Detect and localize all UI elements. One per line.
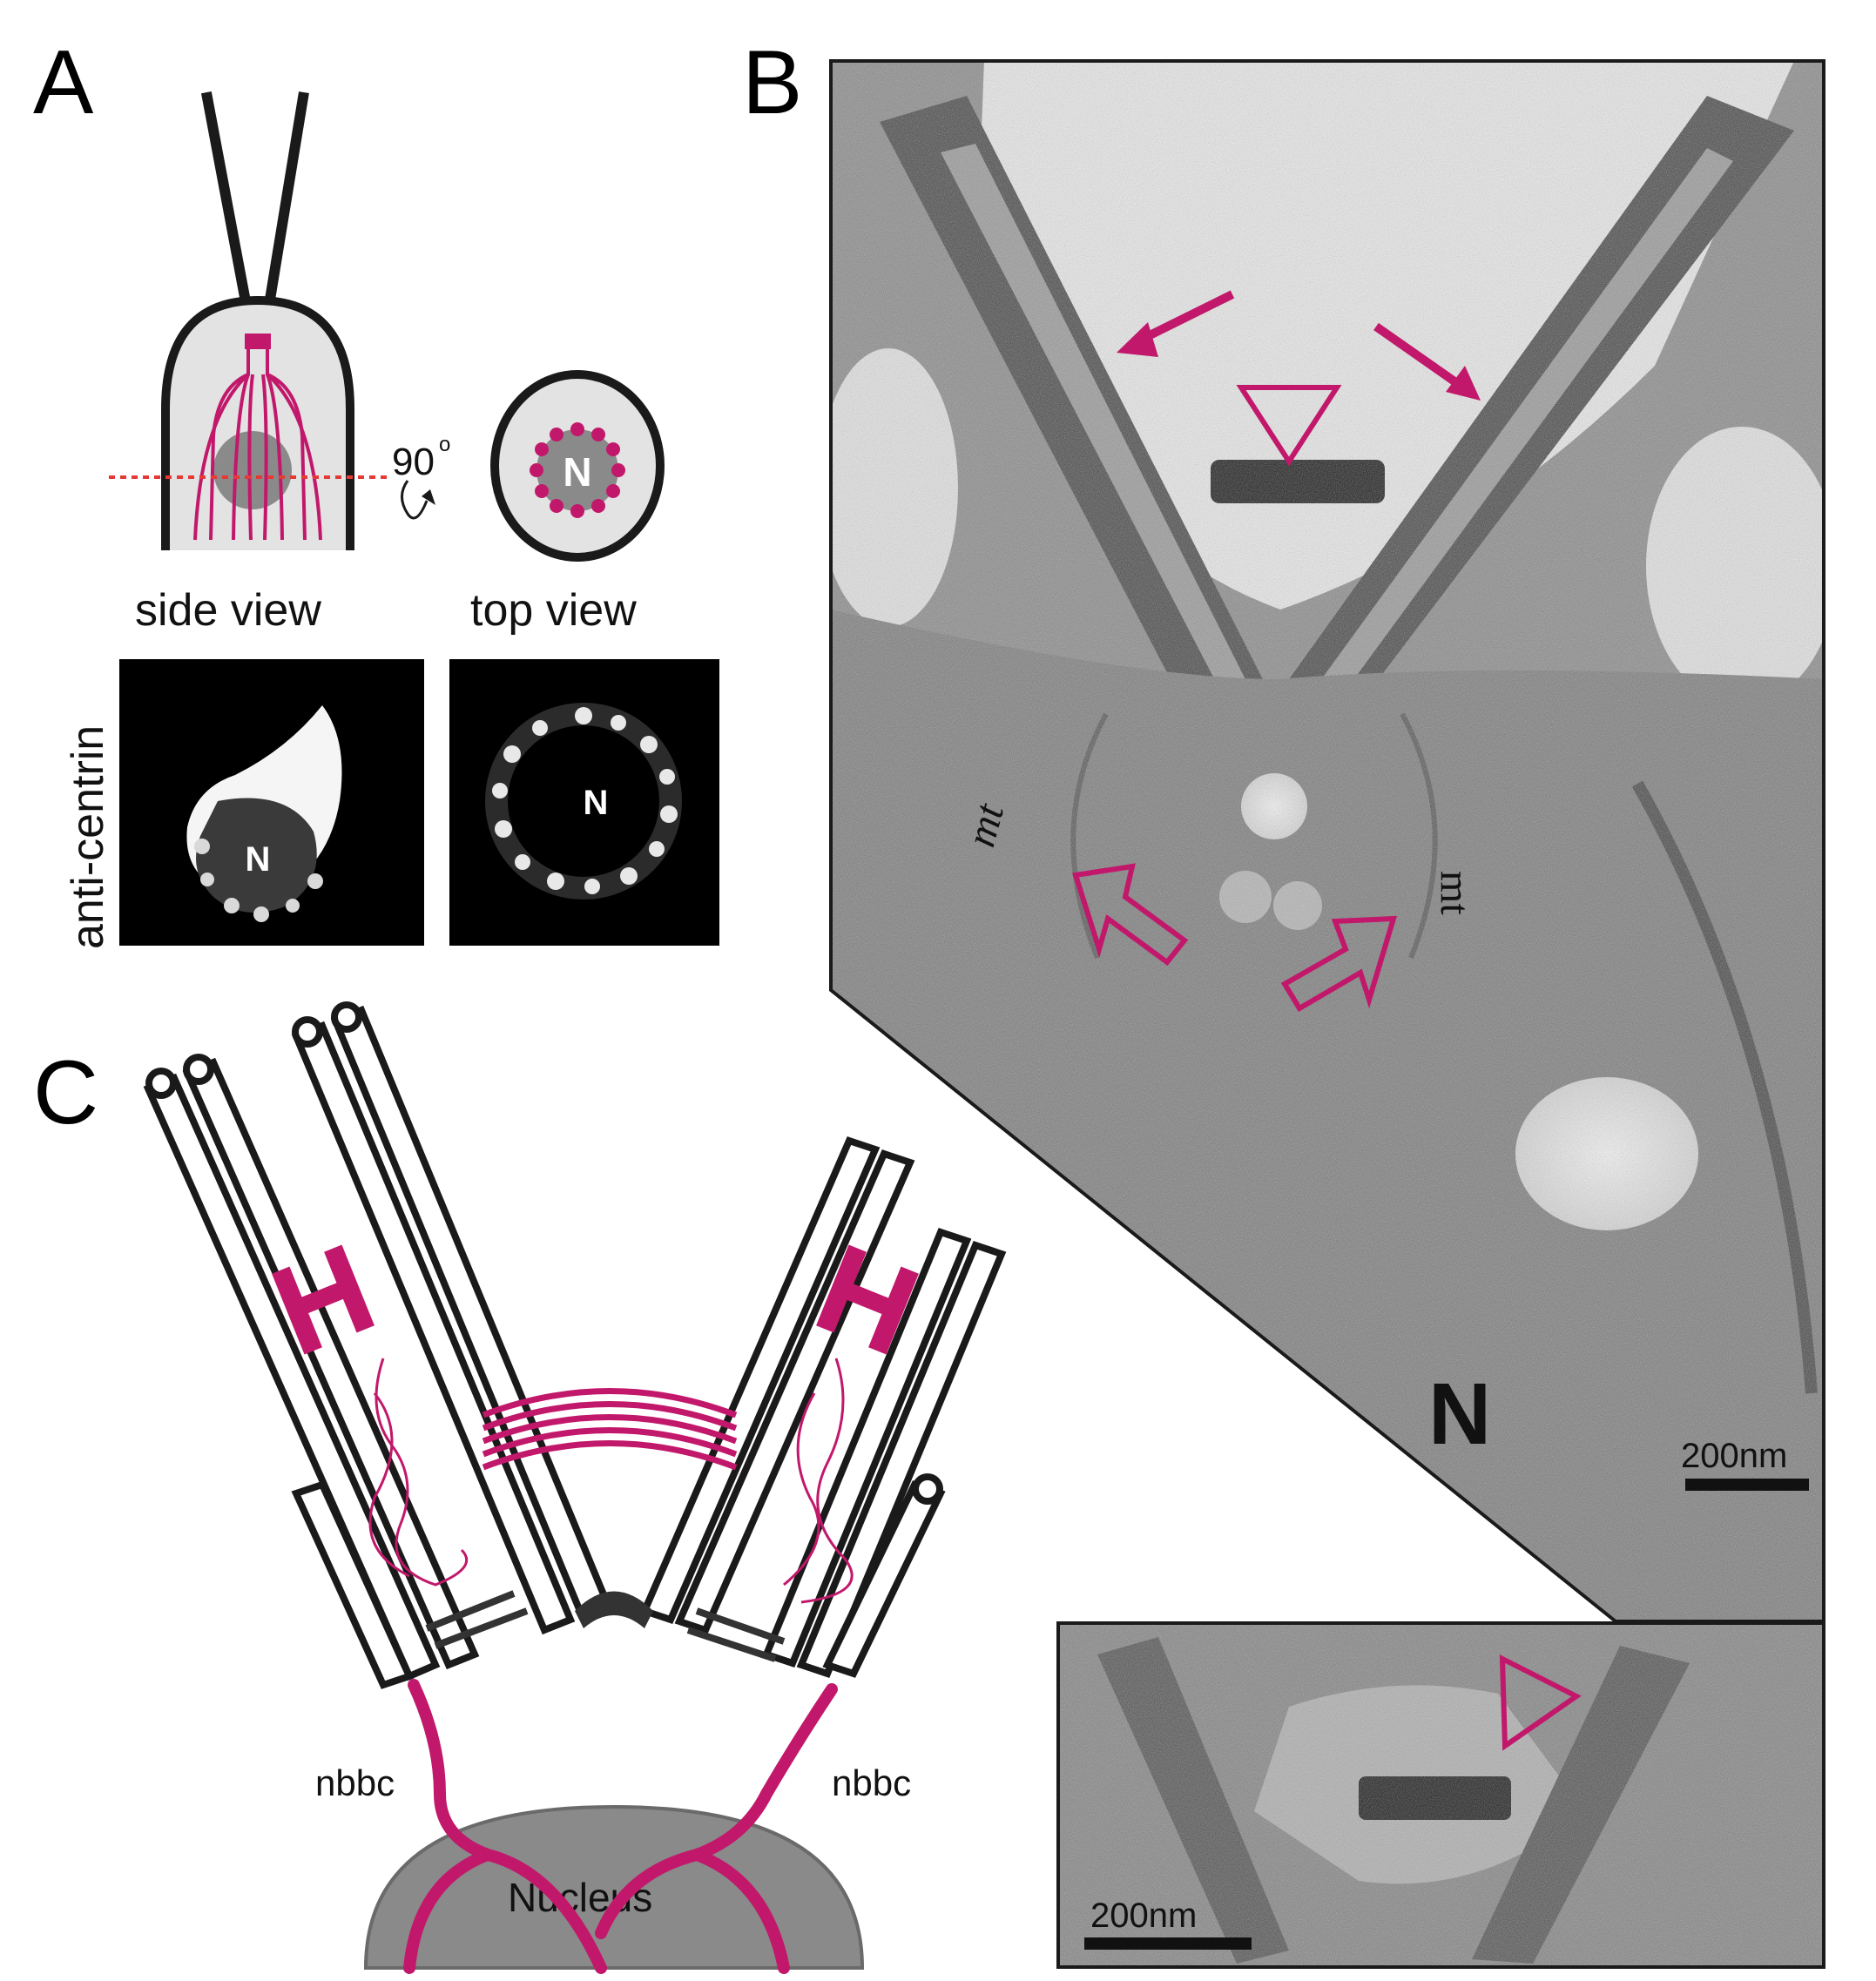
rotation-annotation: 90 o xyxy=(392,433,450,520)
open-arrow-right-icon xyxy=(1280,915,1398,1013)
arrowhead-outline-icon xyxy=(1236,385,1342,467)
rotation-degrees: 90 xyxy=(392,441,435,483)
rotation-unit: o xyxy=(439,433,450,456)
micrograph-top-view: N xyxy=(449,659,719,946)
arrow-right-icon xyxy=(1373,322,1466,392)
scale-bar-label: 200nm xyxy=(1681,1437,1787,1475)
basal-body-right xyxy=(639,1136,1007,1678)
panel-b: B xyxy=(742,32,1825,1969)
basal-body-left xyxy=(143,1001,615,1689)
micrograph-side-view: N xyxy=(119,659,424,946)
basal-body-dots xyxy=(530,422,625,518)
inset-scale-bar-label: 200nm xyxy=(1090,1897,1197,1935)
panel-b-letter: B xyxy=(742,32,802,133)
panel-a-letter: A xyxy=(33,32,94,133)
cell-side-view-diagram xyxy=(109,295,390,550)
micrograph-side-nucleus-label: N xyxy=(246,840,271,879)
top-view-label: top view xyxy=(470,585,637,636)
inset-micrograph xyxy=(1058,1623,1824,1967)
rotate-arrow-icon xyxy=(401,480,429,520)
h-structure-left-icon xyxy=(272,1244,375,1355)
top-view-nucleus-label: N xyxy=(563,449,591,495)
cell-top-view-diagram: N xyxy=(490,370,665,562)
proximal-linkers xyxy=(425,1590,786,1662)
stain-label: anti-centrin xyxy=(63,725,113,949)
electron-micrograph xyxy=(831,61,1824,1621)
inset-border xyxy=(1056,1621,1825,1969)
nbbc-label-left: nbbc xyxy=(315,1762,395,1803)
h-structure-right-icon xyxy=(816,1244,919,1355)
side-view-label: side view xyxy=(135,585,321,636)
panel-c-letter: C xyxy=(33,1042,98,1143)
em-nucleus-label: N xyxy=(1428,1365,1491,1463)
open-arrow-left-icon xyxy=(1072,863,1189,967)
scale-bar xyxy=(1685,1479,1809,1491)
inset-scale-bar xyxy=(1084,1937,1252,1950)
panel-c: C Nucleus xyxy=(33,1001,1007,1974)
nbbc-label-right: nbbc xyxy=(832,1762,911,1803)
micrograph-top-nucleus-label: N xyxy=(584,784,609,822)
nbbc-connectors xyxy=(403,1679,838,1974)
mt-label-right: mt xyxy=(1432,871,1478,915)
fibrous-rootlets xyxy=(368,1358,854,1604)
nucleus-diagram xyxy=(363,1804,865,1970)
panel-a: A 90 o xyxy=(33,32,719,949)
em-annotations xyxy=(1072,290,1481,1013)
inset-arrowhead-icon xyxy=(1499,1654,1582,1751)
distal-striated-fiber xyxy=(482,1388,738,1471)
central-junction xyxy=(575,1591,653,1628)
